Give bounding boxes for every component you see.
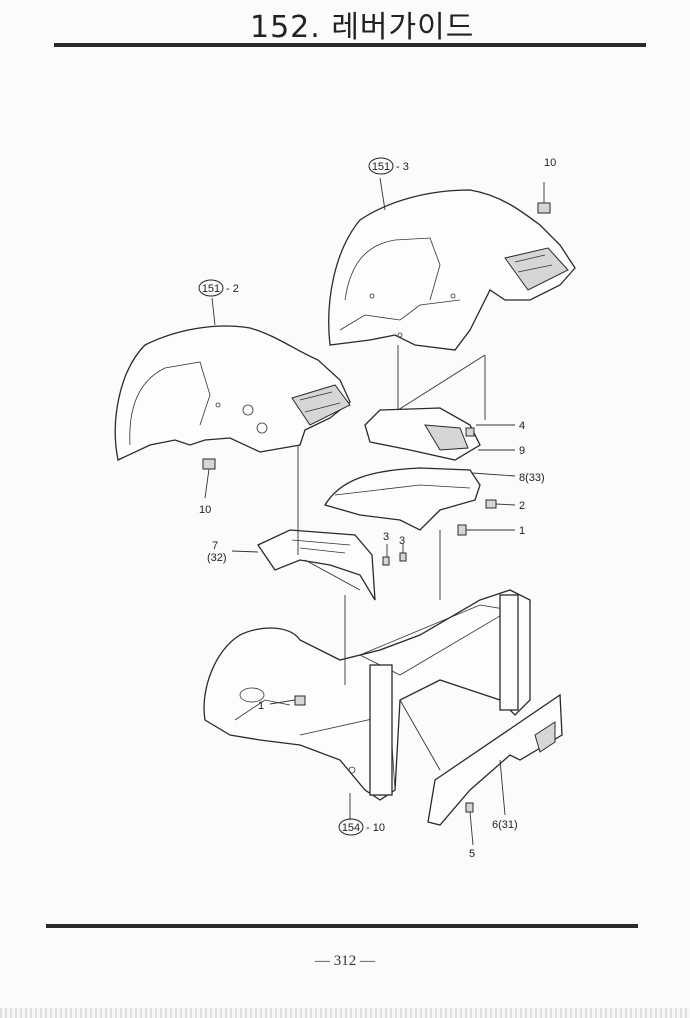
clip-1-left: [294, 695, 306, 706]
callout-suffix: - 3: [396, 161, 409, 173]
frame-assembly-part: [203, 589, 531, 801]
label-1-left: 1: [258, 700, 264, 712]
bolt-10-left: [202, 458, 216, 499]
screw-3a: [382, 556, 390, 566]
label-10-top: 10: [544, 157, 556, 169]
label-1-right: 1: [519, 525, 525, 537]
label-2: 2: [519, 500, 525, 512]
bolt-10-top: [537, 182, 551, 214]
lever-guide-upper-part: [364, 407, 481, 461]
callout-suffix: - 10: [366, 822, 385, 834]
page-number: — 312 —: [315, 953, 375, 969]
callout-ref: 154: [342, 822, 360, 834]
bracket-7-part: [257, 529, 376, 601]
callout-suffix: - 2: [226, 283, 239, 295]
nut-2: [485, 499, 497, 509]
lever-guide-lower-part: [324, 467, 481, 531]
label-4: 4: [519, 420, 525, 432]
scan-edge-artifact: [0, 1008, 690, 1018]
label-10-left: 10: [199, 504, 211, 516]
label-5: 5: [469, 848, 475, 860]
screw-5: [465, 802, 474, 813]
screw-4: [465, 427, 475, 437]
callout-ref: 151: [202, 283, 220, 295]
callout-151-2: 151 - 2: [198, 279, 239, 297]
label-9: 9: [519, 445, 525, 457]
footer-rule: [46, 924, 638, 928]
label-8-33: 8(33): [519, 472, 545, 484]
left-fender-part: [114, 325, 351, 461]
screw-3b: [399, 552, 407, 562]
side-plate-6-part: [427, 693, 563, 826]
right-fender-part: [328, 189, 576, 351]
callout-ref: 151: [372, 161, 390, 173]
label-3a: 3: [383, 531, 389, 543]
label-6-31: 6(31): [492, 819, 518, 831]
header-rule: [54, 43, 646, 47]
callout-151-3: 151 - 3: [368, 157, 409, 175]
label-7-32: (32): [207, 552, 227, 564]
page-title: 152. 레버가이드: [250, 10, 475, 45]
label-3b: 3: [399, 535, 405, 547]
clip-1-right: [457, 524, 467, 536]
label-7: 7: [212, 540, 218, 552]
callout-154-10: 154 - 10: [338, 818, 385, 836]
leader-lines: [211, 177, 516, 846]
